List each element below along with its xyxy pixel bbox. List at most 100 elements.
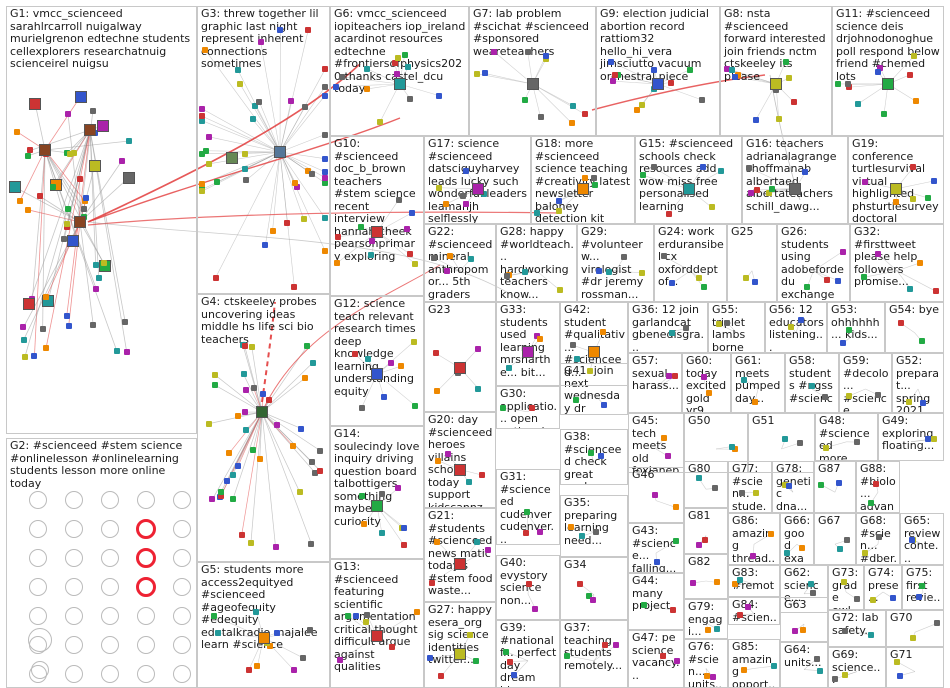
graph-node: [925, 436, 932, 443]
graph-node: [301, 375, 308, 382]
graph-edge: [376, 341, 415, 375]
graph-node: [861, 179, 868, 186]
self-loop: [101, 636, 119, 654]
graph-node: [333, 83, 340, 90]
graph-node: [389, 643, 396, 650]
group-box-g44: G44: many project: [628, 573, 684, 630]
profile-image-node: [66, 235, 79, 248]
graph-node: [592, 182, 599, 189]
graph-node: [523, 529, 530, 536]
group-box-g52: G52: preparat... spring 2021...: [892, 353, 944, 413]
group-label: G10: #scienceed doc_b_brown teachers #st…: [334, 137, 416, 263]
graph-node: [202, 47, 209, 54]
graph-node: [89, 107, 96, 114]
graph-node: [933, 288, 940, 295]
group-label: G26: students using adobefordedu exchang…: [781, 225, 844, 301]
profile-image-node: [23, 298, 35, 311]
graph-node: [918, 338, 925, 345]
graph-edge: [863, 270, 898, 278]
graph-node: [809, 590, 816, 597]
self-loop: [101, 607, 119, 625]
group-box-g77: G77: #scien... stude...: [728, 461, 772, 513]
graph-node: [786, 482, 793, 489]
group-label: G68: #scien... #dber...: [860, 514, 897, 565]
group-box-g84: G84: #scien...: [728, 597, 780, 625]
graph-edge: [655, 540, 677, 554]
profile-image-node: [454, 362, 466, 374]
graph-edge: [87, 211, 561, 226]
graph-edge: [67, 114, 81, 223]
graph-node: [824, 277, 831, 284]
group-label: G80: [688, 462, 711, 475]
group-label: G18: more #scienceed science teaching #c…: [535, 137, 634, 224]
graph-node: [918, 582, 925, 589]
graph-node: [491, 48, 498, 55]
graph-node: [845, 81, 852, 88]
group-box-g45: G45: tech meets old foxlanepr...: [628, 413, 684, 473]
graph-node: [601, 641, 608, 648]
graph-node: [65, 205, 72, 212]
graph-edge: [44, 149, 86, 202]
group-box-g4: G4: ctskeeley probes uncovering ideas mi…: [197, 294, 330, 562]
graph-node: [214, 630, 221, 637]
graph-node: [633, 107, 640, 114]
graph-node: [322, 174, 328, 181]
group-box-g88: G88: #biolo... advan...: [856, 461, 900, 513]
graph-node: [242, 409, 249, 416]
graph-node: [784, 550, 791, 557]
graph-edge: [753, 665, 774, 669]
graph-edge: [339, 636, 378, 661]
graph-edge: [576, 393, 595, 401]
graph-node: [481, 191, 488, 198]
graph-node: [640, 601, 647, 608]
group-label: G37: teaching students remotely...: [564, 621, 623, 672]
graph-node: [39, 325, 46, 332]
graph-node: [288, 98, 294, 105]
group-box-g10: G10: #scienceed doc_b_brown teachers #st…: [330, 136, 424, 296]
graph-node: [728, 66, 735, 73]
self-loop: [173, 520, 191, 538]
graph-edge: [44, 149, 97, 290]
self-loop: [173, 607, 191, 625]
graph-node: [724, 66, 731, 73]
self-loop: [136, 577, 156, 597]
group-label: G28: happy #worldteach... hardworking te…: [500, 225, 574, 301]
graph-node: [600, 328, 607, 335]
graph-node: [65, 111, 72, 118]
group-label: G69: science...: [832, 648, 881, 685]
graph-node: [893, 658, 900, 665]
graph-node: [226, 450, 232, 457]
group-box-g74: G74: prese...: [864, 565, 902, 610]
profile-image-node: [8, 181, 21, 194]
profile-image-node: [393, 78, 406, 90]
graph-node: [25, 206, 32, 213]
profile-image-node: [882, 78, 894, 90]
graph-node: [823, 444, 830, 451]
graph-edge: [379, 83, 400, 123]
graph-node: [556, 197, 563, 204]
graph-edge: [756, 188, 796, 191]
graph-edge: [279, 95, 326, 153]
graph-node: [910, 634, 917, 641]
graph-node: [596, 268, 603, 274]
graph-node: [322, 215, 328, 222]
graph-edge: [79, 221, 94, 325]
graph-edge: [532, 83, 573, 106]
graph-node: [581, 174, 588, 181]
profile-image-node: [74, 90, 87, 103]
graph-node: [930, 178, 937, 184]
graph-node: [916, 594, 923, 601]
group-label: G32: #firsttweet please help followers p…: [854, 225, 921, 288]
graph-node: [589, 596, 596, 603]
graph-edge: [279, 151, 304, 219]
graph-node: [930, 436, 937, 442]
group-box-g38: G38: #scienceed check great work...: [560, 429, 628, 485]
graph-node: [21, 354, 28, 361]
group-label: G30: applicatio... open national stem...: [500, 387, 558, 428]
graph-node: [615, 72, 622, 79]
graph-node: [913, 98, 919, 105]
profile-image-node: [74, 216, 86, 228]
group-label: G36: 12 join garlandcat gbenedisgra...: [632, 303, 704, 353]
graph-edge: [211, 411, 263, 500]
graph-node: [587, 450, 594, 457]
